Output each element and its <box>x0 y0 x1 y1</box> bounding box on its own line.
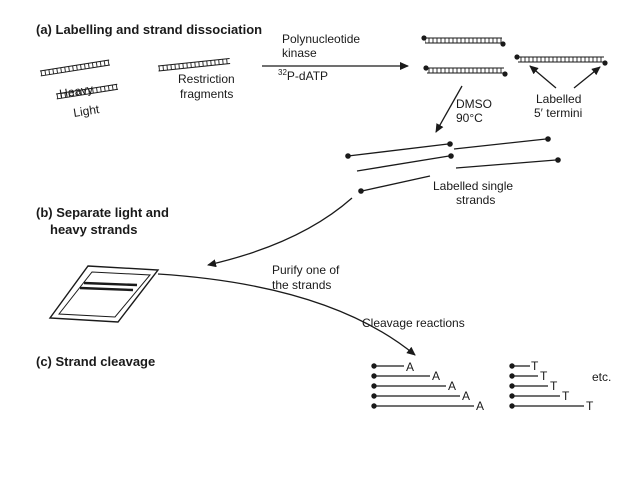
section-b-title-line1: (b) Separate light and <box>36 205 169 220</box>
termini-label-line1: Labelled <box>536 92 581 106</box>
termini-label-line2: 5′ termini <box>534 106 582 120</box>
labelled-duplex-2 <box>423 65 508 77</box>
restriction-label-line2: fragments <box>180 87 233 101</box>
cleavage-a-3: A <box>448 379 456 393</box>
cleavage-label: Cleavage reactions <box>362 316 465 330</box>
temperature-label: 90°C <box>456 111 483 125</box>
cleavage-t-1: T <box>531 359 539 373</box>
cleavage-t-4: T <box>562 389 570 403</box>
single-strands <box>345 136 561 194</box>
termini-pointer-left <box>529 65 557 89</box>
dmso-label: DMSO <box>456 97 492 111</box>
section-a-title: (a) Labelling and strand dissociation <box>36 22 262 37</box>
cleavage-a-2: A <box>432 369 440 383</box>
light-label: Light <box>72 102 101 120</box>
cleavage-products-t: T T T T T <box>509 359 594 413</box>
labelled-duplex-3 <box>514 54 608 66</box>
restriction-fragment-2 <box>157 57 231 72</box>
cleavage-products-a: A A A A A <box>371 360 484 413</box>
cleavage-a-1: A <box>406 360 414 374</box>
kinase-label-line2: kinase <box>282 46 317 60</box>
heavy-label: Heavy <box>58 82 94 101</box>
purify-label-line1: Purify one of <box>272 263 340 277</box>
section-c-title: (c) Strand cleavage <box>36 354 155 369</box>
cleavage-t-2: T <box>540 369 548 383</box>
cleavage-t-3: T <box>550 379 558 393</box>
restriction-label-line1: Restriction <box>178 72 235 86</box>
dmso-arrow <box>435 85 463 133</box>
section-b-title-line2: heavy strands <box>50 222 137 237</box>
labelled-duplex-1 <box>421 35 506 47</box>
cleavage-t-5: T <box>586 399 594 413</box>
cleavage-arrow <box>157 273 416 356</box>
gel-plate <box>48 265 160 323</box>
cleavage-a-4: A <box>462 389 470 403</box>
single-strands-label-line2: strands <box>456 193 495 207</box>
etc-label: etc. <box>592 370 611 384</box>
kinase-label-line1: Polynucleotide <box>282 32 360 46</box>
single-strands-label-line1: Labelled single <box>433 179 513 193</box>
separation-arrow <box>207 197 353 268</box>
purify-label-line2: the strands <box>272 278 331 292</box>
termini-pointer-right <box>573 66 601 89</box>
restriction-fragment-heavy-light <box>39 59 119 100</box>
cleavage-a-5: A <box>476 399 484 413</box>
isotope-label: 32P-dATP <box>278 68 328 83</box>
